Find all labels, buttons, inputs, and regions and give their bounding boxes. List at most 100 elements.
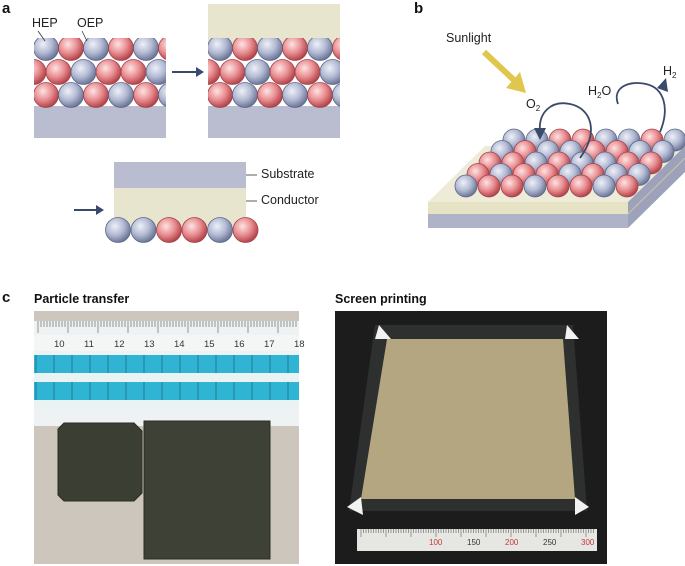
ruler-number: 15 [204,339,215,350]
panel-a-diagram [9,4,340,243]
hep-label: HEP [32,16,58,30]
oep-particle [158,38,166,60]
printed-film [361,339,575,499]
oep-particle [232,217,259,243]
oep-particle [546,174,570,198]
hep-particle [9,83,34,108]
hep-particle [130,217,157,243]
h2o-post: O [601,84,612,98]
hep-particle [105,217,131,243]
h2-arrowhead [657,78,668,92]
ruler-number: 10 [54,339,65,350]
oep-particle [181,217,208,243]
hep-particle [282,82,308,108]
substrate-layer-right [208,106,340,138]
panel-b-letter: b [414,0,424,17]
hep-particle [232,82,258,108]
h2o-pre: H [588,84,598,98]
sample-large [143,420,271,560]
scale-number: 100 [429,538,443,547]
substrate-label: Substrate [261,167,315,181]
transfer-arrow-2 [74,205,104,215]
hep-particle [358,36,383,61]
ruler-number: 17 [264,339,275,350]
hep-leader-line [37,30,46,42]
hep-particle [108,82,134,108]
hep-particle [133,38,159,61]
particle-transfer-photo: 10 11 12 13 14 15 16 17 18 [34,311,305,564]
oep-particle [208,82,233,108]
hep-particle [83,38,109,61]
oep-particle [615,174,639,198]
oep-particle [9,36,34,61]
hep-particle [158,83,166,107]
particle-transfer-title: Particle transfer [34,292,130,306]
scale-number: 250 [543,538,557,547]
hep-particle [145,59,166,85]
ruler-number: 16 [234,339,245,350]
o2-arrowhead [534,128,546,140]
oep-particle [345,60,370,85]
ruler-number: 13 [144,339,155,350]
hep-particle [58,82,84,108]
o2-evolution-arrow [539,102,592,159]
hep-particle [307,38,333,61]
oep-leader-line [81,30,88,42]
oep-particle [120,59,147,85]
hep-particle [183,83,208,108]
o2-base: O [526,97,536,111]
particle-stack-left [9,36,209,108]
oep-particle [477,174,501,198]
h2-evolution-arrow [615,82,666,133]
scale-number: 150 [467,538,481,547]
h2o-label: H2O [588,84,611,100]
conductor-label: Conductor [261,193,319,207]
hep-particle [523,174,547,198]
oep-particle [294,59,321,85]
hep-particle [454,174,478,198]
transfer-arrow-1 [172,67,204,77]
oep-particle [133,82,159,108]
hep-particle [332,83,340,107]
oep-particle [569,174,593,198]
oep-particle [232,38,258,61]
panel-b-diagram [428,49,685,228]
screen-printing-photo-graphic [347,325,597,551]
particle-transfer-photo-graphic [34,321,299,560]
h2-sub: 2 [672,71,677,80]
oep-particle [358,83,383,108]
hep-particle [34,38,59,61]
particle-array-3d [454,128,685,198]
ruler-number: 11 [84,339,94,350]
particle-stack-right [183,36,383,108]
hep-particle [208,38,233,61]
h2-label: H2 [663,64,676,80]
screen-printing-title: Screen printing [335,292,427,306]
ruler-number: 18 [294,339,305,350]
oep-particle [307,82,333,108]
oep-particle [282,38,308,61]
panel-c-letter: c [2,289,11,306]
particle-row-bottom [105,217,259,243]
oep-particle [34,59,47,85]
oep-particle [332,38,340,60]
oep-particle [500,174,524,198]
hep-particle [207,217,233,243]
scale-number: 300 [581,538,595,547]
h2o-sub: 2 [597,91,602,100]
steel-scale [357,529,597,551]
oep-particle [269,59,296,85]
scale-number: 200 [505,538,519,547]
slab-front-substrate [428,214,628,228]
oep-particle [34,82,59,108]
substrate-layer-bottom [114,162,246,188]
ruler-number: 14 [174,339,185,350]
oep-particle [156,217,182,243]
oep-particle [83,82,109,108]
oep-label: OEP [77,16,104,30]
hep-particle [319,59,340,85]
hep-particle [184,36,209,61]
panel-a-letter: a [2,0,11,17]
hep-particle [70,59,97,85]
ruler-number: 12 [114,339,125,350]
